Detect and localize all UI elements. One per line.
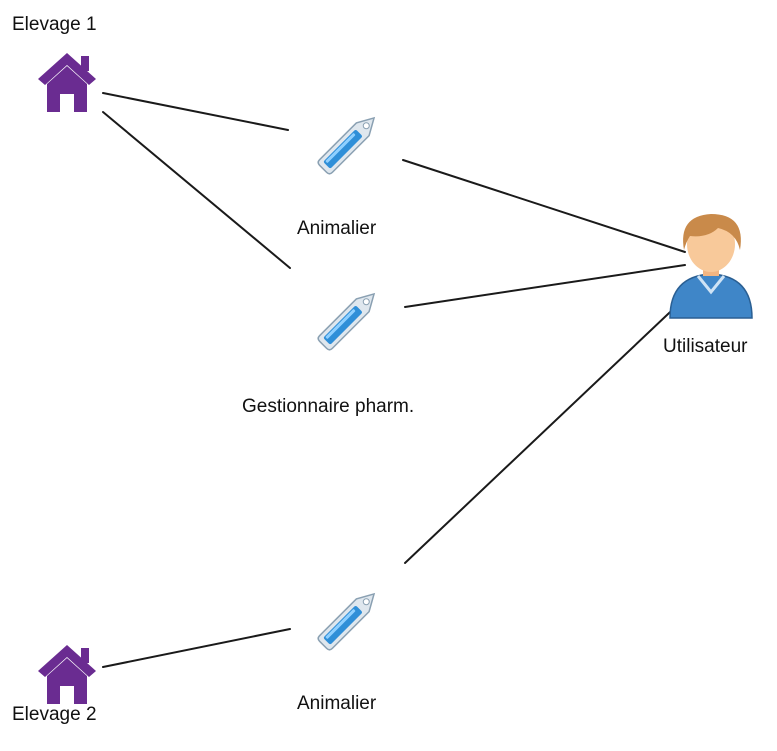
tag-icon[interactable] [310,278,390,358]
node-label-utilisateur: Utilisateur [663,336,748,357]
node-label-animalier-1: Animalier [297,218,377,239]
house-icon[interactable] [36,642,98,706]
edge-elevage_1-role_gestionnaire [102,111,291,269]
node-label-elevage-2: Elevage 2 [12,704,97,725]
edge-elevage_2-role_animalier_2 [102,628,291,668]
node-label-elevage-1: Elevage 1 [12,14,97,35]
tag-icon[interactable] [310,102,390,182]
edge-role_animalier_1-utilisateur [402,159,686,253]
house-icon[interactable] [36,50,98,114]
user-icon[interactable] [668,206,754,320]
edge-elevage_1-role_animalier_1 [102,92,289,131]
node-label-gestionnaire: Gestionnaire pharm. [242,396,415,417]
edges [102,92,687,668]
node-label-animalier-2: Animalier [297,693,377,714]
edge-role_animalier_2-utilisateur [404,296,687,564]
tag-icon[interactable] [310,578,390,658]
edge-role_gestionnaire-utilisateur [404,264,686,308]
